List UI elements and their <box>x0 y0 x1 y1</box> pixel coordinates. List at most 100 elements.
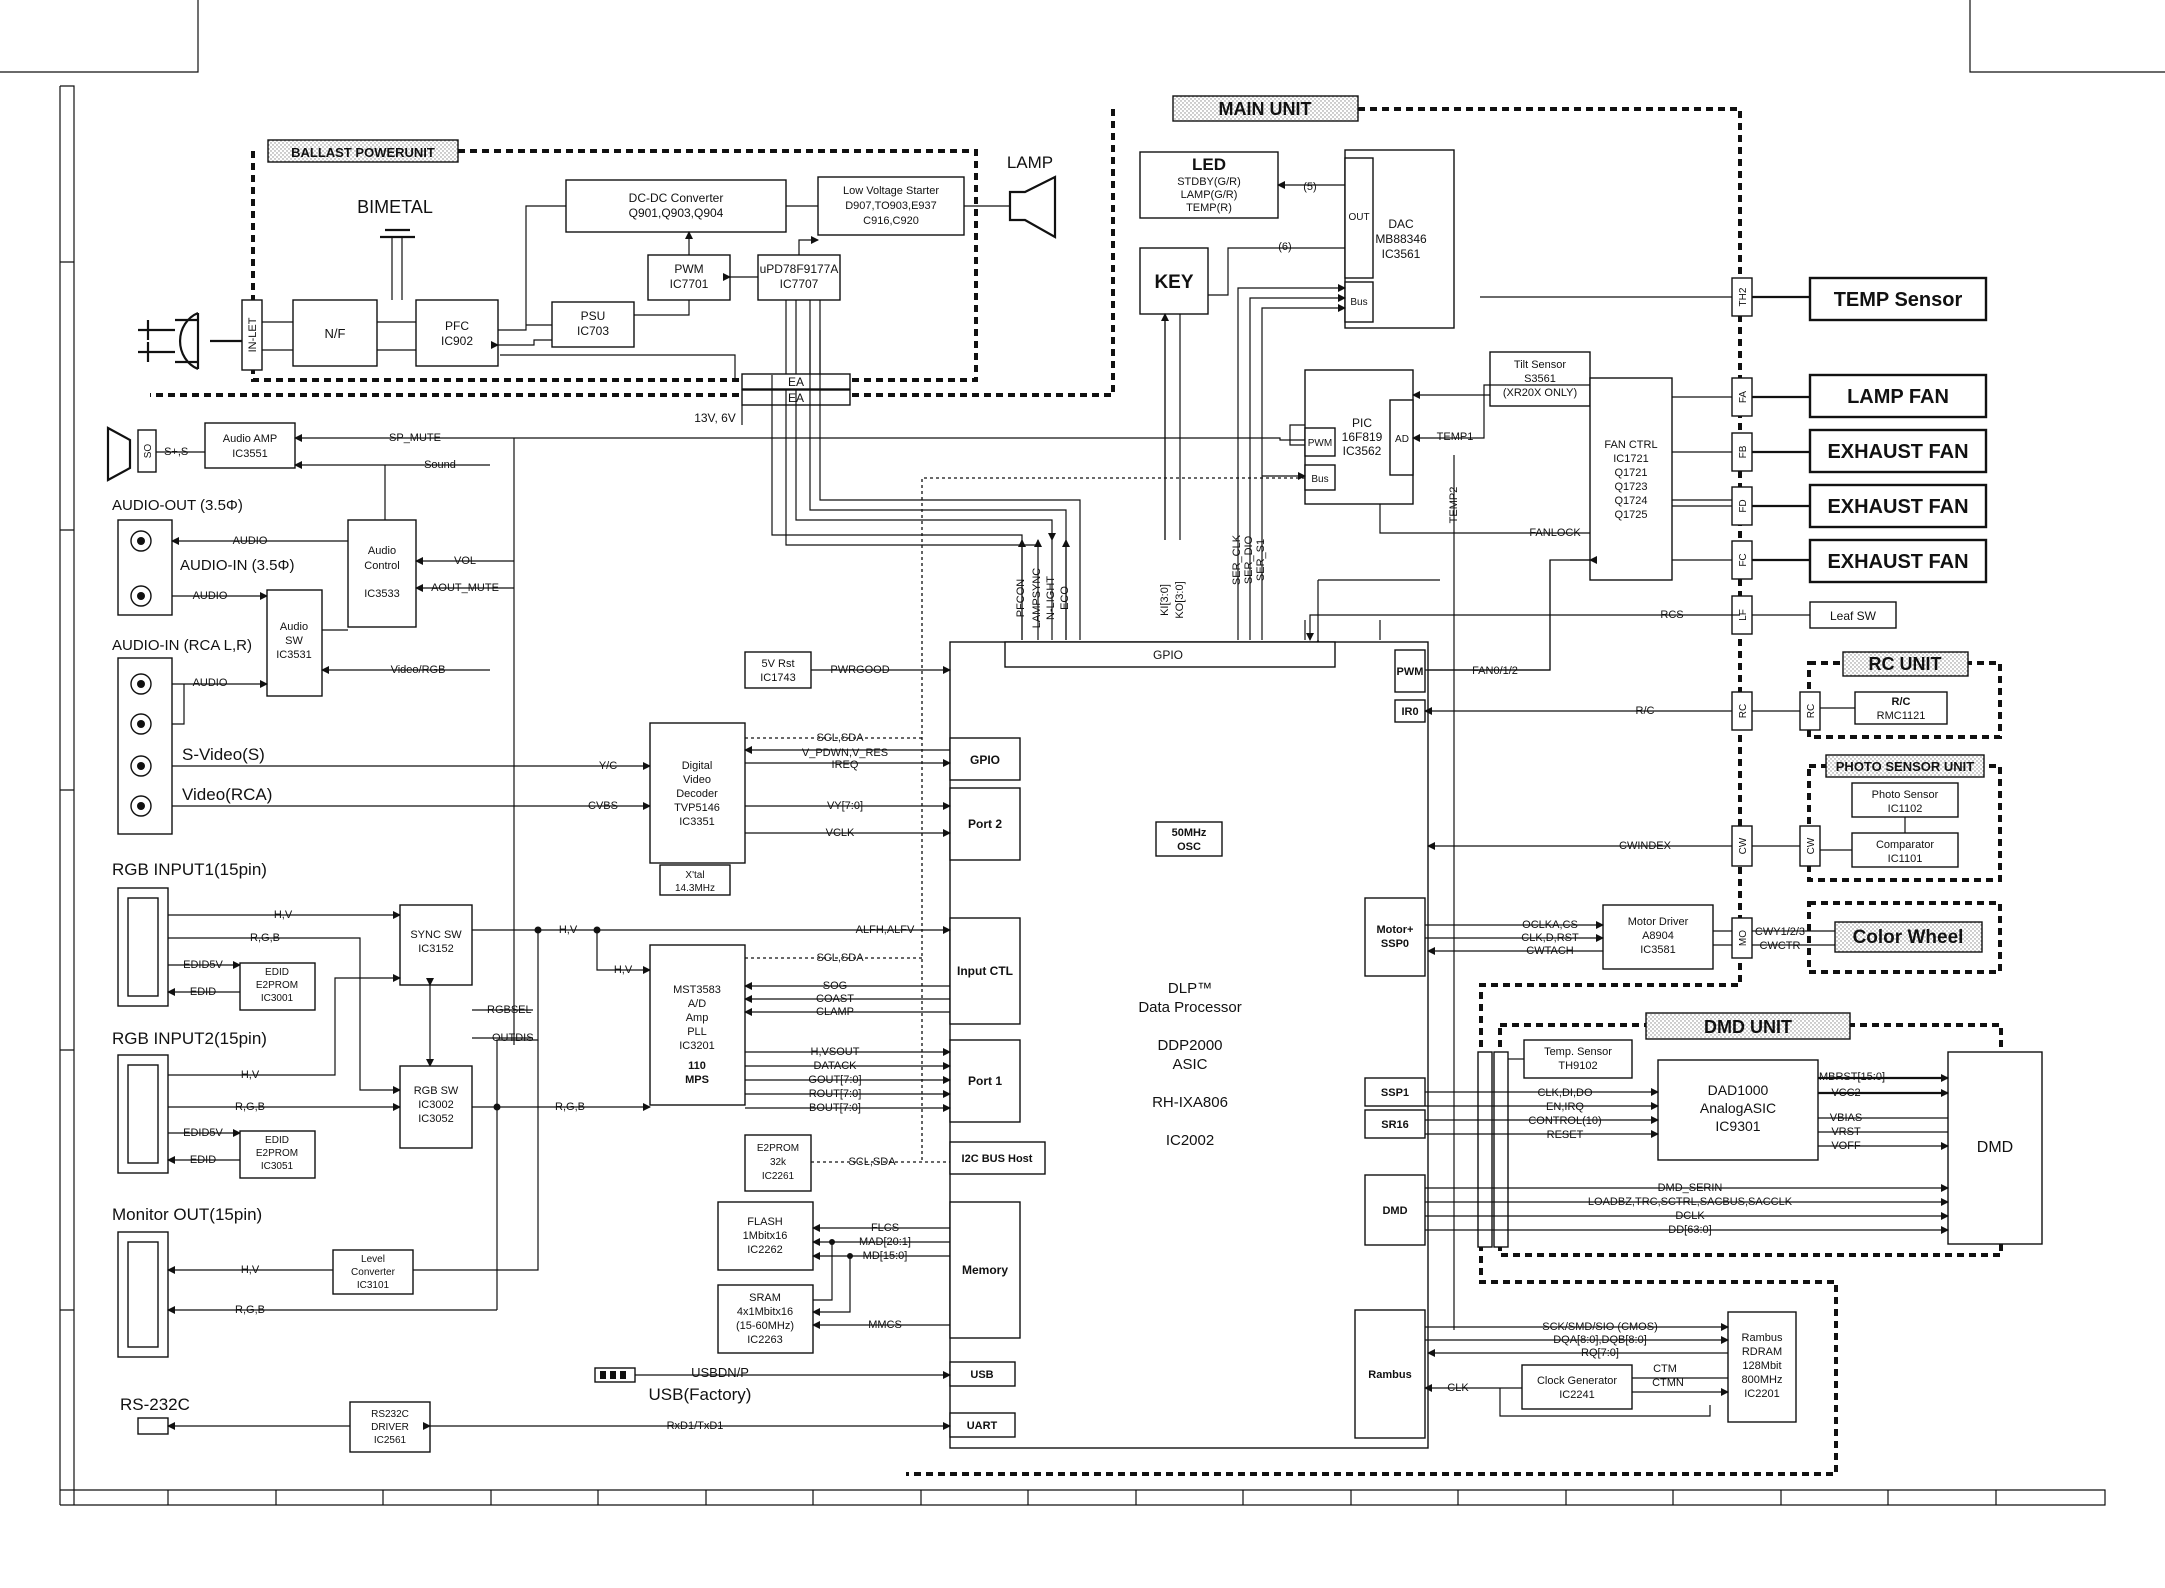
svg-text:Tilt Sensor: Tilt Sensor <box>1514 359 1567 371</box>
svg-text:DMD_SERIN: DMD_SERIN <box>1658 1182 1723 1194</box>
svg-text:32k: 32k <box>770 1157 787 1168</box>
svg-text:TH9102: TH9102 <box>1558 1060 1597 1072</box>
color-wheel-label: Color Wheel <box>1853 927 1964 948</box>
svg-text:SRAM: SRAM <box>749 1292 781 1304</box>
svg-text:S-Video(S): S-Video(S) <box>182 745 265 764</box>
svg-text:CTM: CTM <box>1653 1363 1677 1375</box>
svg-text:Audio: Audio <box>280 621 308 633</box>
svg-text:50MHz: 50MHz <box>1172 827 1207 839</box>
svg-text:128Mbit: 128Mbit <box>1742 1360 1781 1372</box>
svg-text:AUDIO-OUT (3.5Φ): AUDIO-OUT (3.5Φ) <box>112 497 243 514</box>
svg-text:CWTACH: CWTACH <box>1526 945 1574 957</box>
svg-text:H,V: H,V <box>274 909 293 921</box>
svg-text:Audio: Audio <box>368 545 396 557</box>
svg-text:CW: CW <box>1738 837 1749 854</box>
svg-text:Photo Sensor: Photo Sensor <box>1872 789 1939 801</box>
tilt-sensor-block: Tilt Sensor S3561 (XR20X ONLY) <box>1489 351 1591 407</box>
svg-text:SER_S1: SER_S1 <box>1255 539 1267 581</box>
svg-text:KI[3:0]: KI[3:0] <box>1159 584 1171 616</box>
asic-gpio-top: GPIO <box>1153 648 1183 662</box>
svg-text:CWCTR: CWCTR <box>1760 940 1801 952</box>
exhaust-fan-3: EXHAUST FAN <box>1827 551 1968 573</box>
svg-text:Comparator: Comparator <box>1876 839 1934 851</box>
svg-text:EDID: EDID <box>190 986 216 998</box>
svg-text:SR16: SR16 <box>1381 1119 1409 1131</box>
svg-text:E2PROM: E2PROM <box>256 980 298 991</box>
svg-text:ROUT[7:0]: ROUT[7:0] <box>809 1088 862 1100</box>
svg-text:VCC2: VCC2 <box>1831 1087 1860 1099</box>
svg-text:LAMP(G/R): LAMP(G/R) <box>1181 189 1238 201</box>
svg-text:TEMP(R): TEMP(R) <box>1186 202 1232 214</box>
svg-text:Temp. Sensor: Temp. Sensor <box>1544 1046 1612 1058</box>
exhaust-fan-1: EXHAUST FAN <box>1827 441 1968 463</box>
svg-text:MST3583: MST3583 <box>673 984 721 996</box>
svg-text:I2C BUS Host: I2C BUS Host <box>962 1153 1033 1165</box>
svg-text:CLK: CLK <box>1447 1382 1469 1394</box>
pfc-l2: IC902 <box>441 334 473 348</box>
svg-text:CW: CW <box>1806 837 1817 854</box>
svg-text:IC2561: IC2561 <box>374 1435 407 1446</box>
svg-text:AUDIO: AUDIO <box>193 677 228 689</box>
svg-text:RQ[7:0]: RQ[7:0] <box>1581 1347 1619 1359</box>
svg-text:DATACK: DATACK <box>814 1060 858 1072</box>
svg-text:R/C: R/C <box>1636 705 1655 717</box>
svg-text:USB: USB <box>970 1369 993 1381</box>
svg-text:FC: FC <box>1738 553 1749 566</box>
svg-text:110: 110 <box>688 1060 706 1072</box>
svg-text:IC3152: IC3152 <box>418 943 453 955</box>
inlet-label: IN-LET <box>247 317 259 352</box>
right-modules: TEMP Sensor LAMP FAN EXHAUST FAN EXHAUST… <box>1752 276 1988 868</box>
svg-text:EDID: EDID <box>265 967 289 978</box>
svg-text:DRIVER: DRIVER <box>371 1422 409 1433</box>
svg-text:DQA[8:0],DQB[8:0]: DQA[8:0],DQB[8:0] <box>1553 1334 1647 1346</box>
svg-text:DLP™: DLP™ <box>1168 980 1212 997</box>
svg-text:SER_CLK: SER_CLK <box>1231 534 1243 585</box>
pfc-l1: PFC <box>445 319 469 333</box>
svg-text:R,G,B: R,G,B <box>555 1101 585 1113</box>
svg-text:Sound: Sound <box>424 459 456 471</box>
svg-text:SO: SO <box>143 444 154 459</box>
svg-text:R,G,B: R,G,B <box>250 932 280 944</box>
svg-text:EDID5V: EDID5V <box>183 1127 223 1139</box>
svg-text:AUDIO-IN (3.5Φ): AUDIO-IN (3.5Φ) <box>180 557 294 574</box>
svg-text:Y/C: Y/C <box>599 760 617 772</box>
video-decoder-section: 5V Rst IC1743 PWRGOOD Digital Video Deco… <box>649 651 951 896</box>
svg-text:IC2263: IC2263 <box>747 1334 782 1346</box>
svg-text:VBIAS: VBIAS <box>1830 1112 1862 1124</box>
svg-text:Q1723: Q1723 <box>1614 481 1647 493</box>
upd-l2: IC7707 <box>780 277 819 291</box>
svg-text:V_PDWN,V_RES: V_PDWN,V_RES <box>802 747 888 759</box>
svg-text:R,G,B: R,G,B <box>235 1101 265 1113</box>
svg-text:SCK/SMD/SIO (CMOS): SCK/SMD/SIO (CMOS) <box>1542 1321 1658 1333</box>
svg-text:MAD[20:1]: MAD[20:1] <box>859 1236 911 1248</box>
svg-text:Video/RGB: Video/RGB <box>391 664 446 676</box>
svg-text:LED: LED <box>1192 155 1226 174</box>
upd-l1: uPD78F9177A <box>760 262 839 276</box>
svg-text:EDID: EDID <box>190 1154 216 1166</box>
svg-text:CONTROL(10): CONTROL(10) <box>1528 1115 1601 1127</box>
svg-text:SER_DIO: SER_DIO <box>1243 535 1255 584</box>
unit-labels: MAIN UNIT BALLAST POWERUNIT RC UNIT PHOT… <box>267 95 1985 1040</box>
svg-text:Video: Video <box>683 774 711 786</box>
svg-text:AUDIO-IN (RCA L,R): AUDIO-IN (RCA L,R) <box>112 637 252 654</box>
svg-text:IC9301: IC9301 <box>1715 1118 1760 1134</box>
svg-text:FANLOCK: FANLOCK <box>1529 527 1581 539</box>
svg-text:IC3581: IC3581 <box>1640 944 1675 956</box>
svg-text:SYNC SW: SYNC SW <box>410 929 462 941</box>
svg-text:IREQ: IREQ <box>832 759 859 771</box>
svg-text:FAN CTRL: FAN CTRL <box>1604 439 1657 451</box>
svg-text:IC3561: IC3561 <box>1382 247 1421 261</box>
svg-text:MMCS: MMCS <box>868 1319 902 1331</box>
svg-text:IR0: IR0 <box>1401 706 1418 718</box>
dmd-section: Temp. Sensor TH9102 DAD1000 AnalogASIC I… <box>1425 1039 2043 1248</box>
svg-text:ASIC: ASIC <box>1172 1056 1207 1073</box>
svg-text:R/C: R/C <box>1892 696 1911 708</box>
svg-text:DAD1000: DAD1000 <box>1708 1082 1769 1098</box>
svg-text:IC2262: IC2262 <box>747 1244 782 1256</box>
svg-text:800MHz: 800MHz <box>1742 1374 1783 1386</box>
svg-text:IC3101: IC3101 <box>357 1280 390 1291</box>
svg-text:AUDIO: AUDIO <box>193 590 228 602</box>
svg-text:USB(Factory): USB(Factory) <box>649 1385 752 1404</box>
nf-label: N/F <box>325 326 346 341</box>
